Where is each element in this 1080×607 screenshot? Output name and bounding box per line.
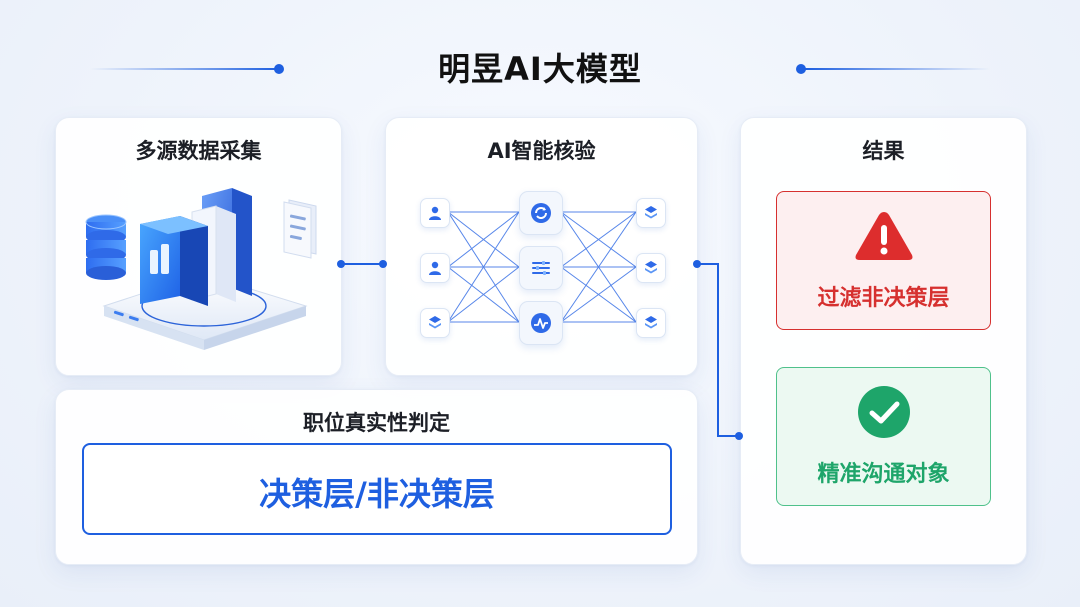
- filter-result-label: 过滤非决策层: [817, 286, 950, 311]
- title-divider-right: [805, 68, 990, 70]
- user-icon: [429, 206, 441, 220]
- filter-result-box: 过滤非决策层: [776, 191, 991, 330]
- input-node-user-2: [420, 253, 450, 283]
- database-icon: [85, 214, 127, 280]
- collection-panel-title: 多源数据采集: [135, 139, 262, 163]
- layers-icon: [645, 316, 657, 329]
- verdict-label: 决策层/非决策层: [259, 475, 495, 513]
- verdict-box: 决策层/非决策层: [82, 443, 672, 535]
- connector-dot-3: [693, 260, 701, 268]
- layers-icon: [645, 206, 657, 219]
- layers-icon: [429, 316, 441, 329]
- result-panel-title: 结果: [862, 139, 905, 163]
- refresh-icon: [531, 203, 551, 223]
- user-icon: [429, 261, 441, 275]
- title-divider-left-dot: [274, 64, 284, 74]
- warning-icon: [855, 212, 913, 260]
- title-divider-right-dot: [796, 64, 806, 74]
- output-node-1: [636, 198, 666, 228]
- output-node-2: [636, 253, 666, 283]
- precise-result-label: 精准沟通对象: [817, 462, 950, 487]
- verification-panel: AI智能核验: [385, 117, 698, 376]
- precise-result-box: 精准沟通对象: [776, 367, 991, 506]
- ai-chart-icon: [531, 313, 551, 333]
- judgement-panel-title: 职位真实性判定: [303, 411, 450, 435]
- check-circle-icon: [858, 386, 910, 438]
- document-icon: [283, 199, 317, 259]
- collection-panel: 多源数据采集: [55, 117, 342, 376]
- verification-panel-title: AI智能核验: [487, 139, 596, 163]
- output-node-3: [636, 308, 666, 338]
- sliders-icon: [532, 261, 550, 275]
- connector-dot-4: [735, 432, 743, 440]
- hub-node-sliders: [519, 246, 563, 290]
- layers-icon: [645, 261, 657, 274]
- input-node-user-1: [420, 198, 450, 228]
- input-node-layers: [420, 308, 450, 338]
- data-collection-illustration: [85, 188, 317, 350]
- title-divider-left: [90, 68, 280, 70]
- page-title: 明昱AI大模型: [438, 50, 642, 88]
- hub-node-ai-chart: [519, 301, 563, 345]
- neural-network-connections: [447, 211, 637, 323]
- connector-dot-2: [379, 260, 387, 268]
- server-cube-icon: [140, 188, 252, 306]
- connector-dot-1: [337, 260, 345, 268]
- result-panel: 结果 过滤非决策层 精准沟通对象: [740, 117, 1027, 565]
- hub-node-refresh: [519, 191, 563, 235]
